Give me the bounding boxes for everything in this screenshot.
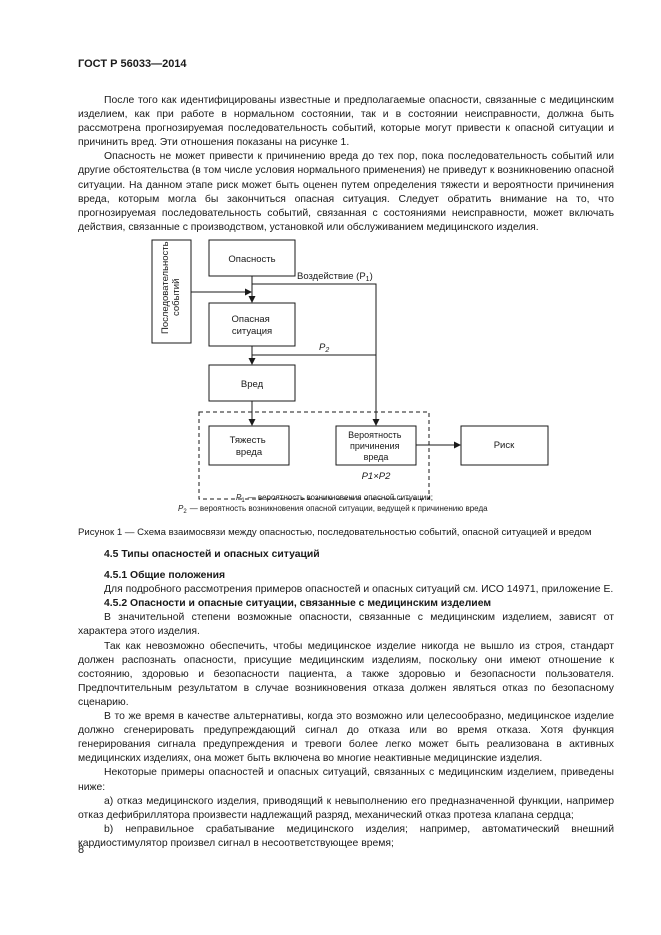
hazard-box <box>208 239 296 277</box>
section-heading-4-5-2: 4.5.2 Опасности и опасные ситуации, связ… <box>104 598 492 610</box>
harm-label: Вред <box>241 379 264 390</box>
section-heading-4-5: 4.5 Типы опасностей и опасных ситуаций <box>104 549 320 560</box>
hazard-label: Опасность <box>228 254 275 265</box>
page-number: 8 <box>78 844 85 856</box>
section-text: 4.5 Типы опасностей и опасных ситуаций 4… <box>78 548 614 851</box>
situation-label: Опасная ситуация <box>232 314 273 337</box>
product-label: P1×P2 <box>362 471 392 482</box>
legend-p2: P2— вероятность возникновения опасной си… <box>178 504 488 515</box>
severity-box <box>208 425 290 466</box>
list-item-a: а) отказ медицинского изделия, приводящи… <box>78 795 614 821</box>
exposure-label: Воздействие (P1) <box>297 271 373 283</box>
document-header: ГОСТ Р 56033—2014 <box>78 58 187 70</box>
body-paragraph-4: Некоторые примеры опасностей и опасных с… <box>78 767 614 793</box>
body-paragraph-1: В значительной степени возможные опаснос… <box>78 612 614 638</box>
body-paragraph-3: В то же время в качестве альтернативы, к… <box>78 711 614 765</box>
probability-box <box>335 425 417 466</box>
intro-paragraph-1: После того как идентифицированы известны… <box>78 95 614 149</box>
risk-box <box>460 425 549 466</box>
situation-box <box>208 302 296 347</box>
harm-box <box>208 364 296 402</box>
body-paragraph-2: Так как невозможно обеспечить, чтобы мед… <box>78 640 614 708</box>
dashed-group <box>198 411 430 500</box>
intro-text: После того как идентифицированы известны… <box>78 94 614 235</box>
p1-line <box>252 283 380 426</box>
risk-label: Риск <box>494 440 515 451</box>
probability-label: Вероятность причинения вреда <box>348 430 404 462</box>
paragraph-4-5-1: Для подробного рассмотрения примеров опа… <box>104 584 614 596</box>
intro-paragraph-2: Опасность не может привести к причинению… <box>78 151 614 233</box>
sequence-box <box>151 239 192 344</box>
severity-label: Тяжесть вреда <box>230 435 269 458</box>
p2-label: P2 <box>319 342 329 354</box>
list-item-b: b) неправильное срабатывание медицинског… <box>78 823 614 849</box>
figure-caption: Рисунок 1 — Схема взаимосвязи между опас… <box>78 527 592 538</box>
legend-p1: P1— вероятность возникновения опасной си… <box>236 493 433 504</box>
section-heading-4-5-1: 4.5.1 Общие положения <box>104 570 226 582</box>
sequence-label: Последовательность событий <box>160 239 182 334</box>
